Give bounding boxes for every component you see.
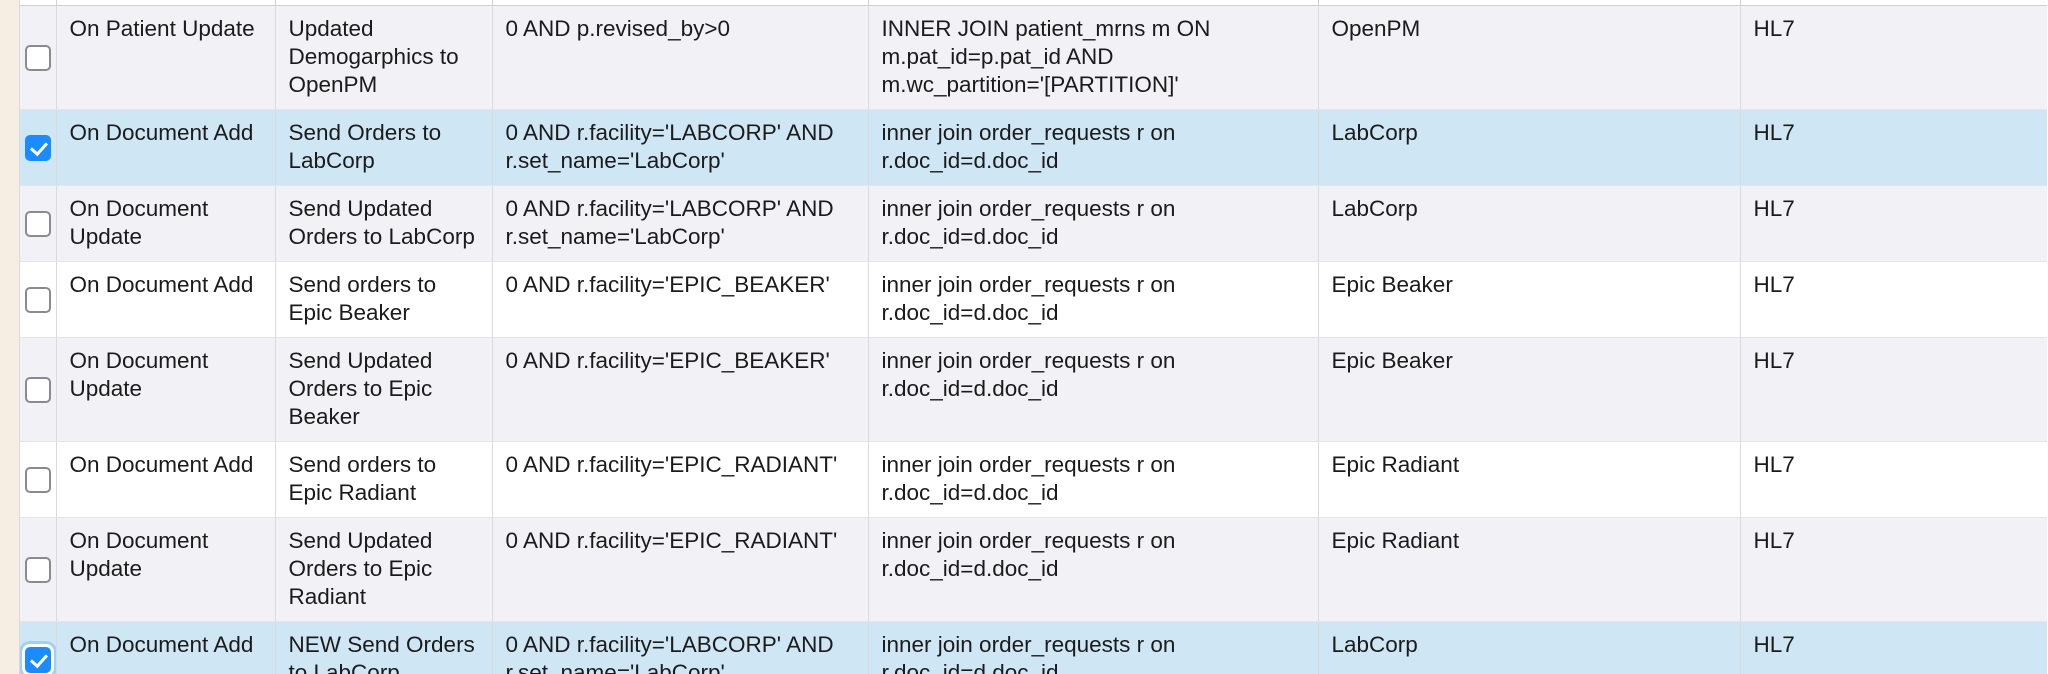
row-select-cell[interactable]: [20, 517, 57, 622]
cell-join: inner join order_requests r on r.doc_id=…: [868, 621, 1319, 674]
cell-join: inner join order_requests r on r.doc_id=…: [868, 261, 1319, 338]
cell-name: Send orders to Epic Radiant: [275, 441, 493, 518]
left-gutter: [0, 0, 20, 674]
cell-event: On Document Update: [56, 185, 276, 262]
rules-grid: On Patient Update Updated Demogarphics t…: [20, 0, 2047, 674]
rules-grid-body: On Patient Update Updated Demogarphics t…: [20, 0, 2047, 674]
table-row[interactable]: On Document Add Send Orders to LabCorp 0…: [20, 109, 2047, 186]
header-cell-condition: [492, 0, 869, 6]
cell-condition: 0 AND r.facility='EPIC_BEAKER': [492, 261, 869, 338]
row-checkbox[interactable]: [24, 135, 51, 162]
cell-name: Send Updated Orders to Epic Radiant: [275, 517, 493, 622]
cell-destination: Epic Beaker: [1318, 261, 1741, 338]
cell-event: On Document Add: [56, 109, 276, 186]
cell-join: inner join order_requests r on r.doc_id=…: [868, 185, 1319, 262]
table-row[interactable]: On Document Update Send Updated Orders t…: [20, 337, 2047, 442]
row-select-cell[interactable]: [20, 441, 57, 518]
table-row[interactable]: On Document Add NEW Send Orders to LabCo…: [20, 621, 2047, 674]
table-row[interactable]: On Patient Update Updated Demogarphics t…: [20, 5, 2047, 110]
table-row[interactable]: On Document Add Send orders to Epic Beak…: [20, 261, 2047, 338]
header-cell-select: [20, 0, 57, 6]
header-cell-format: [1740, 0, 2047, 6]
row-select-cell[interactable]: [20, 621, 57, 674]
cell-event: On Patient Update: [56, 5, 276, 110]
row-checkbox[interactable]: [24, 211, 51, 238]
cell-format: HL7: [1740, 261, 2047, 338]
row-select-cell[interactable]: [20, 261, 57, 338]
header-cell-destination: [1318, 0, 1741, 6]
table-row[interactable]: On Document Add Send orders to Epic Radi…: [20, 441, 2047, 518]
cell-destination: Epic Radiant: [1318, 441, 1741, 518]
cell-name: Send Orders to LabCorp: [275, 109, 493, 186]
row-checkbox[interactable]: [24, 377, 51, 404]
cell-event: On Document Add: [56, 621, 276, 674]
row-checkbox[interactable]: [24, 647, 51, 674]
cell-destination: LabCorp: [1318, 185, 1741, 262]
cell-name: Send orders to Epic Beaker: [275, 261, 493, 338]
cell-join: inner join order_requests r on r.doc_id=…: [868, 109, 1319, 186]
cell-format: HL7: [1740, 517, 2047, 622]
row-select-cell[interactable]: [20, 109, 57, 186]
cell-format: HL7: [1740, 621, 2047, 674]
cell-join: inner join order_requests r on r.doc_id=…: [868, 337, 1319, 442]
rules-grid-container: On Patient Update Updated Demogarphics t…: [20, 0, 2048, 674]
cell-condition: 0 AND r.facility='EPIC_RADIANT': [492, 441, 869, 518]
cell-condition: 0 AND r.facility='EPIC_BEAKER': [492, 337, 869, 442]
cell-destination: Epic Beaker: [1318, 337, 1741, 442]
cell-format: HL7: [1740, 441, 2047, 518]
cell-destination: LabCorp: [1318, 621, 1741, 674]
row-select-cell[interactable]: [20, 185, 57, 262]
cell-event: On Document Update: [56, 337, 276, 442]
cell-join: inner join order_requests r on r.doc_id=…: [868, 517, 1319, 622]
cell-format: HL7: [1740, 185, 2047, 262]
cell-destination: LabCorp: [1318, 109, 1741, 186]
cell-join: inner join order_requests r on r.doc_id=…: [868, 441, 1319, 518]
row-checkbox[interactable]: [24, 557, 51, 584]
cell-event: On Document Add: [56, 441, 276, 518]
cell-destination: OpenPM: [1318, 5, 1741, 110]
row-select-cell[interactable]: [20, 337, 57, 442]
cell-name: Send Updated Orders to LabCorp: [275, 185, 493, 262]
header-cell-event: [56, 0, 276, 6]
cell-condition: 0 AND r.facility='LABCORP' AND r.set_nam…: [492, 621, 869, 674]
row-checkbox[interactable]: [24, 45, 51, 72]
table-row[interactable]: On Document Update Send Updated Orders t…: [20, 517, 2047, 622]
cell-join: INNER JOIN patient_mrns m ON m.pat_id=p.…: [868, 5, 1319, 110]
row-checkbox[interactable]: [24, 287, 51, 314]
cell-format: HL7: [1740, 5, 2047, 110]
cell-format: HL7: [1740, 109, 2047, 186]
row-select-cell[interactable]: [20, 5, 57, 110]
cell-condition: 0 AND r.facility='LABCORP' AND r.set_nam…: [492, 185, 869, 262]
cell-condition: 0 AND p.revised_by>0: [492, 5, 869, 110]
cell-name: Updated Demogarphics to OpenPM: [275, 5, 493, 110]
cell-event: On Document Update: [56, 517, 276, 622]
header-cell-join: [868, 0, 1319, 6]
row-checkbox[interactable]: [24, 467, 51, 494]
cell-name: NEW Send Orders to LabCorp: [275, 621, 493, 674]
cell-condition: 0 AND r.facility='LABCORP' AND r.set_nam…: [492, 109, 869, 186]
header-row-sliver: [20, 0, 2047, 6]
cell-destination: Epic Radiant: [1318, 517, 1741, 622]
cell-format: HL7: [1740, 337, 2047, 442]
cell-name: Send Updated Orders to Epic Beaker: [275, 337, 493, 442]
cell-condition: 0 AND r.facility='EPIC_RADIANT': [492, 517, 869, 622]
table-row[interactable]: On Document Update Send Updated Orders t…: [20, 185, 2047, 262]
cell-event: On Document Add: [56, 261, 276, 338]
header-cell-name: [275, 0, 493, 6]
